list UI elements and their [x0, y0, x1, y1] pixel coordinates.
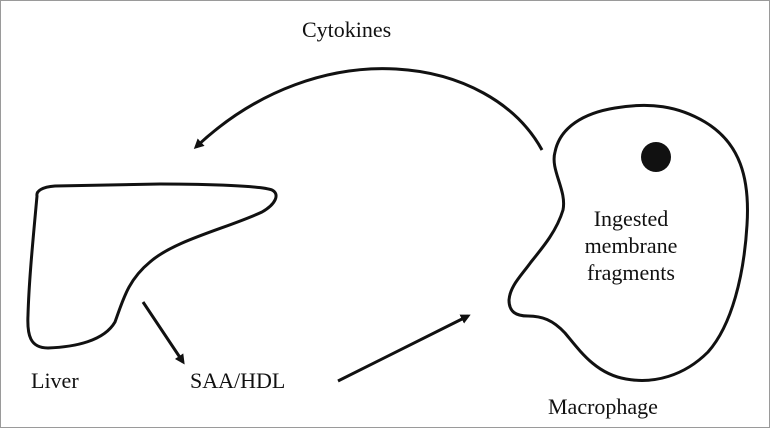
macrophage-label: Macrophage — [548, 394, 658, 419]
cytokines-label: Cytokines — [302, 17, 392, 42]
saa-to-macrophage-arrow — [337, 314, 471, 383]
saa-hdl-label: SAA/HDL — [190, 368, 286, 393]
cytokines-arrow — [193, 67, 544, 151]
liver-shape — [26, 182, 278, 350]
liver-label: Liver — [31, 368, 79, 393]
liver-to-saa-arrow — [141, 301, 185, 365]
ingested-line-3: fragments — [587, 260, 675, 285]
ingested-line-1: Ingested — [593, 206, 669, 231]
ingested-membrane-label: Ingested membrane fragments — [566, 205, 696, 286]
ingested-line-2: membrane — [584, 233, 678, 258]
macrophage-shape — [507, 103, 749, 382]
nucleus-dot — [641, 142, 671, 172]
